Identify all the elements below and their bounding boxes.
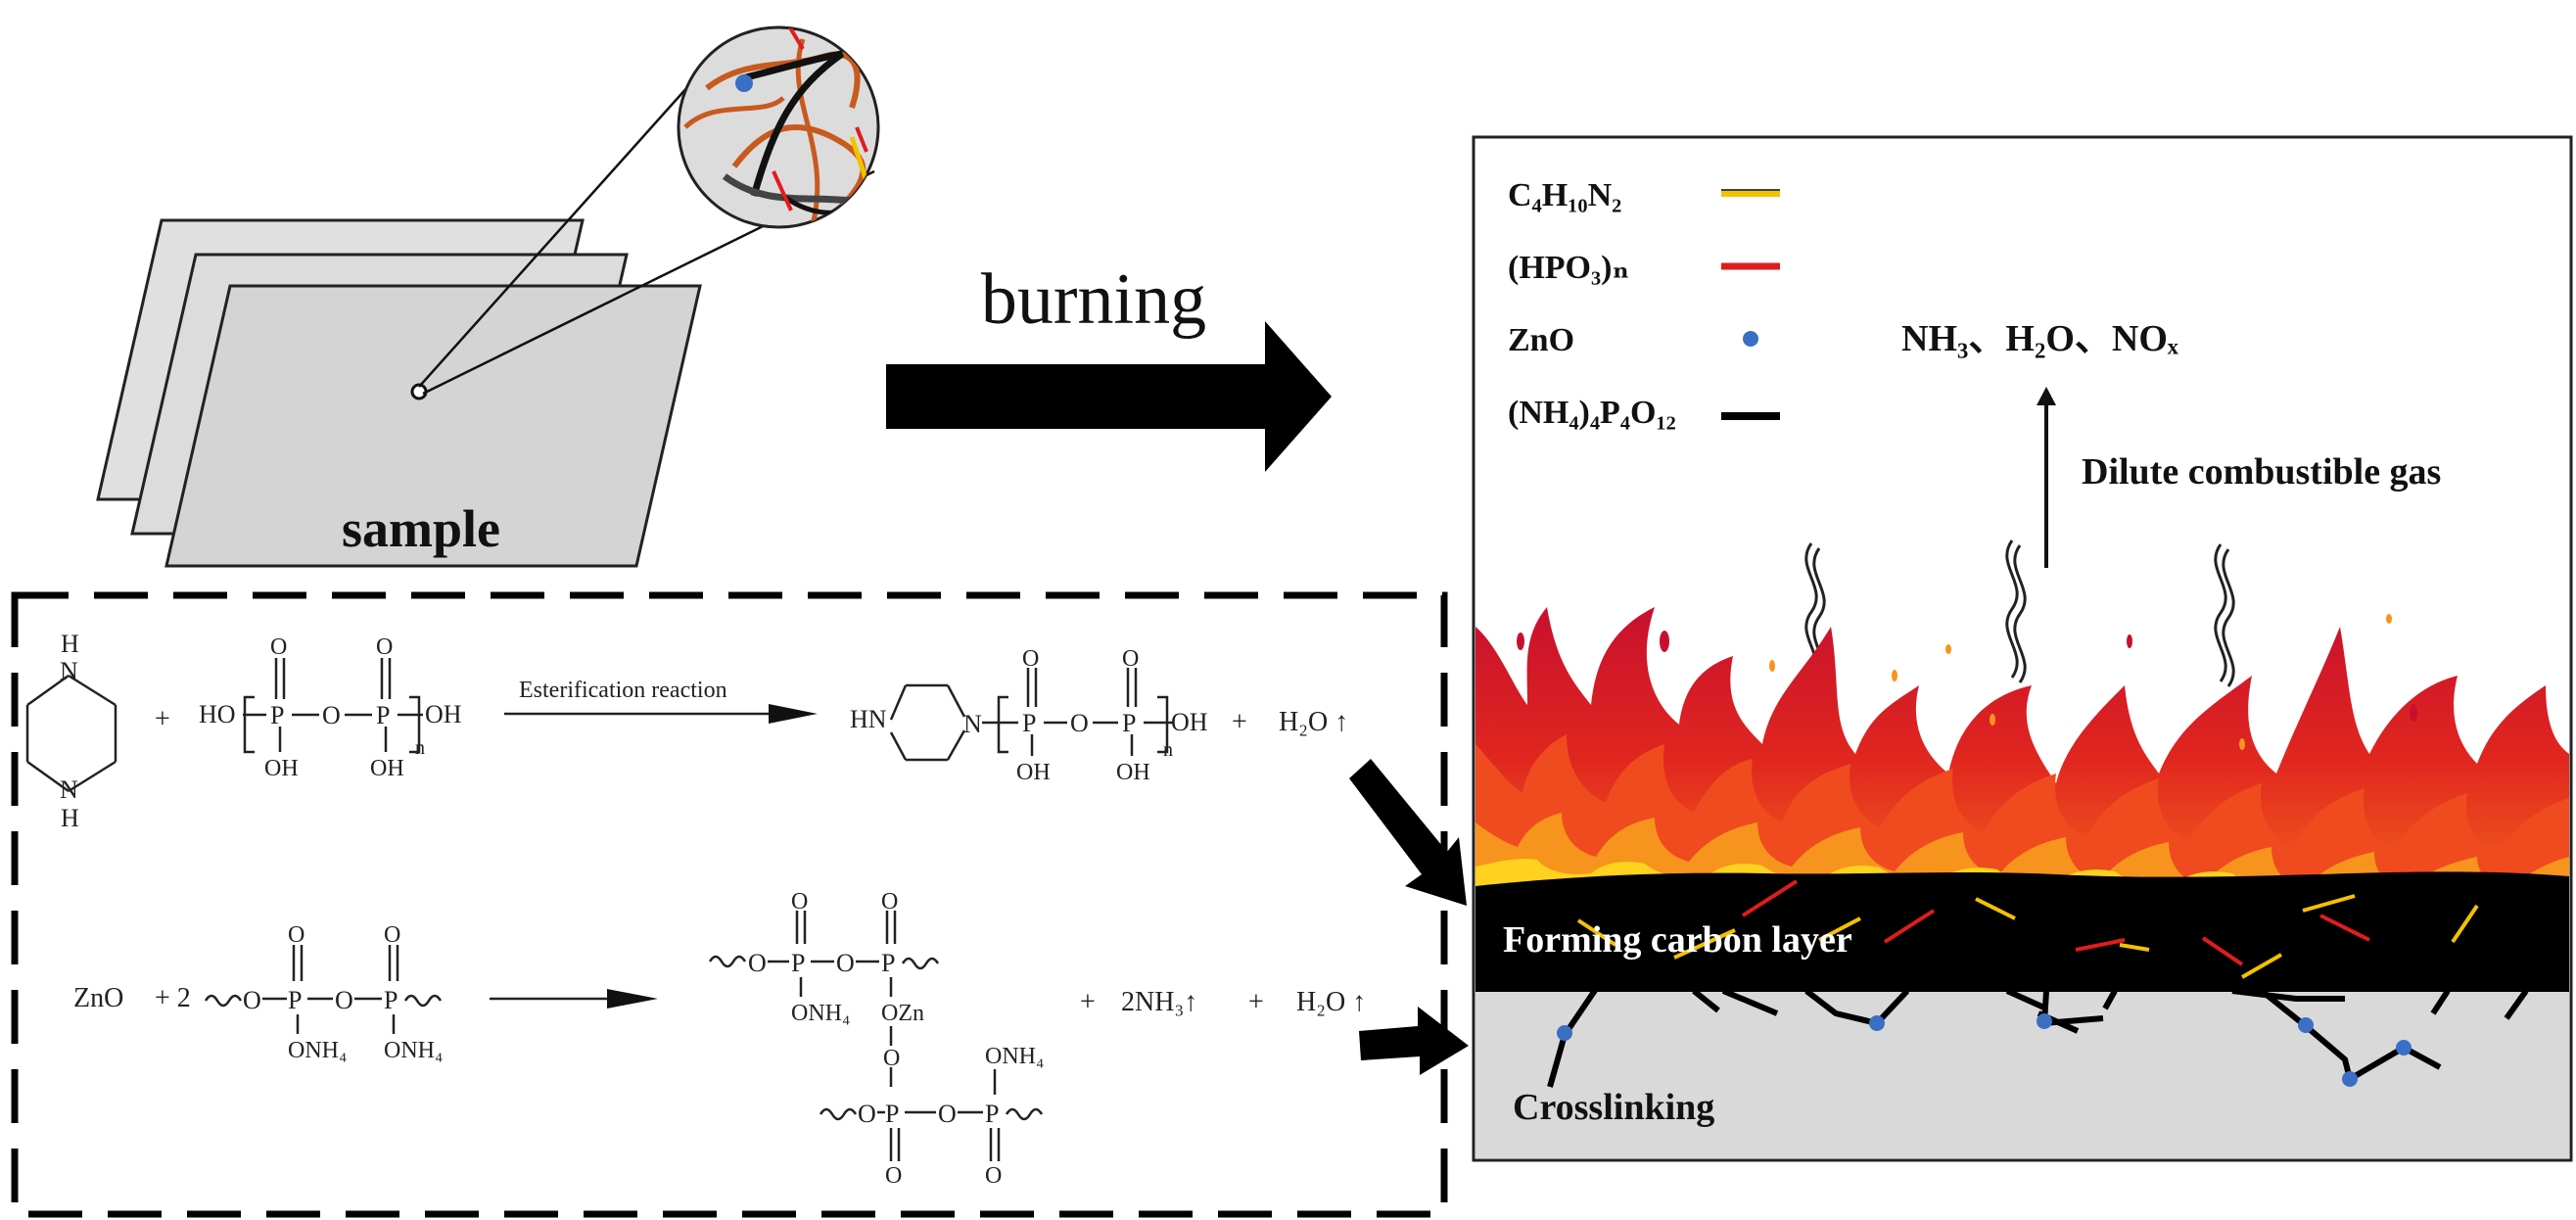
- product-hn: HN: [850, 705, 887, 733]
- product3-o-1: O: [858, 1100, 876, 1128]
- product2-ozn: OZn: [881, 1001, 924, 1026]
- legend: C₄H₁₀N₂ (HPO₃)ₙ ZnO (NH₄)₄P₄O₁₂: [1508, 177, 1780, 431]
- product-o-top-2: O: [1122, 646, 1139, 672]
- acid-o-bridge: O: [322, 701, 341, 729]
- magnified-view: [677, 25, 880, 229]
- reaction1-plus: +: [155, 704, 170, 734]
- legend-label-1: (HPO₃)ₙ: [1508, 250, 1629, 286]
- legend-label-0: C₄H₁₀N₂: [1508, 177, 1621, 213]
- reaction1-to-char-arrow: [1349, 759, 1467, 906]
- acid-oh-bottom-2: OH: [370, 756, 404, 781]
- reaction2-onh4-1: ONH₄: [288, 1038, 347, 1063]
- reaction2-arrow-head: [607, 989, 658, 1009]
- product3-p-1: P: [885, 1100, 899, 1128]
- piperazine-h-top: H: [61, 630, 79, 658]
- gas-up-arrow-head: [2037, 387, 2056, 405]
- product2-o-2: O: [836, 949, 855, 977]
- product-brackets: [982, 668, 1173, 756]
- product-piperazine-ring: [889, 683, 966, 762]
- legend-label-3: (NH₄)₄P₄O₁₂: [1508, 395, 1676, 431]
- esterification-label: Esterification reaction: [519, 678, 727, 703]
- product-p-1: P: [1022, 709, 1036, 737]
- reaction2-o-top-2: O: [384, 922, 400, 948]
- forming-carbon-layer-label: Forming carbon layer: [1503, 919, 1852, 961]
- sample-sheets: sample: [96, 75, 875, 568]
- reactant-oh: OH: [425, 700, 462, 728]
- mechanism-panel: C₄H₁₀N₂ (HPO₃)ₙ ZnO (NH₄)₄P₄O₁₂ NH₃、H₂O、…: [1472, 135, 2573, 1162]
- gas-products-label: NH₃、H₂O、NOₓ: [1901, 318, 2178, 359]
- piperazine: [25, 674, 117, 793]
- zno-particles: [1557, 1013, 2412, 1087]
- product2-o-link: O: [883, 1046, 900, 1071]
- product-oh: OH: [1171, 708, 1208, 736]
- product3-p-2: P: [985, 1100, 999, 1128]
- dilute-gas-label: Dilute combustible gas: [2082, 451, 2441, 493]
- reaction2-plus-2: +: [1248, 987, 1264, 1017]
- reaction2-p-1: P: [288, 986, 302, 1014]
- product-subscript-n: n: [1163, 739, 1173, 761]
- acid-o-top-2: O: [376, 634, 393, 660]
- carbon-layer: [1475, 871, 2569, 994]
- product-n: N: [963, 710, 982, 738]
- reaction2-to-crosslink-arrow: [1359, 1007, 1469, 1075]
- reaction2-coefficient: + 2: [155, 983, 191, 1013]
- acid-p-1: P: [270, 701, 284, 729]
- crosslinking-label: Crosslinking: [1513, 1087, 1714, 1128]
- burning-arrow-group: burning: [886, 259, 1332, 472]
- reaction2-o-2: O: [335, 986, 353, 1014]
- legend-marker-2: [1743, 331, 1758, 347]
- burning-label: burning: [981, 259, 1206, 340]
- product-o-bridge: O: [1070, 709, 1089, 737]
- reaction2-ammonia: 2NH₃↑: [1121, 987, 1197, 1017]
- product-oh-bottom-1: OH: [1016, 760, 1051, 785]
- reactant-ho: HO: [199, 700, 236, 728]
- product-oh-bottom-2: OH: [1116, 760, 1150, 785]
- reaction2-zno: ZnO: [73, 983, 123, 1013]
- acid-o-top-1: O: [270, 634, 287, 660]
- acid-oh-bottom-1: OH: [264, 756, 299, 781]
- zoom-point: [410, 383, 428, 400]
- legend-label-2: ZnO: [1508, 322, 1574, 358]
- acid-p-2: P: [376, 701, 390, 729]
- acid-brackets: [243, 658, 423, 754]
- product-p-2: P: [1122, 709, 1136, 737]
- reaction2-wavy-1: [204, 994, 243, 1008]
- piperazine-h-bottom: H: [61, 804, 79, 832]
- product2-onh4: ONH₄: [791, 1001, 850, 1026]
- product-o-top-1: O: [1022, 646, 1039, 672]
- zoom-line-top: [418, 75, 698, 388]
- reaction2-onh4-2: ONH₄: [384, 1038, 443, 1063]
- burning-arrow: [886, 321, 1332, 472]
- acid-subscript-n: n: [415, 737, 425, 759]
- reaction2-water: H₂O ↑: [1296, 987, 1366, 1017]
- product3-onh4: ONH₄: [985, 1044, 1044, 1069]
- substrate: [1475, 992, 2569, 1158]
- piperazine-n-top: N: [60, 657, 78, 685]
- reaction2-o-1: O: [243, 986, 261, 1014]
- product2-o-1: O: [748, 949, 767, 977]
- product2-o-top-2: O: [881, 889, 898, 915]
- reaction1-plus-2: +: [1232, 707, 1247, 737]
- sample-sheet-front: [164, 284, 702, 568]
- reaction-scheme: H N N H + HO O O P O P OH OH n OH: [11, 591, 1469, 1218]
- product2-p-1: P: [791, 949, 805, 977]
- reaction1-arrow-head: [769, 704, 818, 724]
- reaction2-plus-1: +: [1080, 987, 1096, 1017]
- reaction2-o-top-1: O: [288, 922, 304, 948]
- sample-label: sample: [342, 499, 500, 558]
- reaction2-p-2: P: [384, 986, 398, 1014]
- product3-o-2: O: [938, 1100, 957, 1128]
- product2-o-top-1: O: [791, 889, 808, 915]
- reaction1-water: H₂O ↑: [1279, 707, 1348, 737]
- product3-o-bottom-1: O: [885, 1163, 902, 1189]
- product3-o-bottom-2: O: [985, 1163, 1002, 1189]
- char-fibers: [1576, 879, 2479, 979]
- sparks: [1517, 614, 2417, 750]
- product2-p-2: P: [881, 949, 895, 977]
- reaction-box: [11, 591, 1448, 1218]
- piperazine-n-bottom: N: [60, 775, 78, 804]
